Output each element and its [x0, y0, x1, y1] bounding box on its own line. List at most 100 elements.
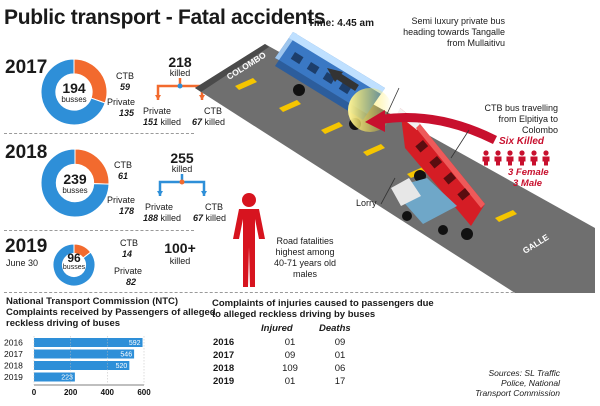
bar-value-label: 592 [129, 340, 141, 347]
lorry [391, 178, 457, 235]
killed-word: killed [171, 164, 193, 174]
injuries-table: 2016 01 09 2017 09 01 2018 109 06 2019 01 17 [213, 336, 365, 388]
human-figure-icon [233, 193, 265, 287]
table-row: 2017 09 01 [213, 349, 365, 362]
bar-value-label: 546 [120, 352, 132, 359]
collision-glow [348, 88, 392, 132]
injured-column-header: Injured [261, 323, 293, 334]
x-tick-label: 200 [64, 388, 78, 397]
killed-total-2018: 255 [170, 150, 194, 166]
killed-total-2017: 218 [168, 54, 192, 70]
ntc-bar-chart: 2016 592 2017 546 2018 520 2019 223 0 200 400 600 [4, 336, 151, 397]
ntc-bar-2016 [34, 338, 143, 347]
donut-center-2018: 239 busses [51, 172, 99, 195]
person-icon [507, 150, 513, 156]
killed-total-2019: 100+ [164, 240, 196, 256]
source-note: Sources: SL Traffic Police, National Tra… [475, 368, 560, 398]
year-label-2018: 2018 [5, 142, 48, 163]
donut-unit: busses [62, 186, 88, 195]
killed-ctb-2017: CTB [204, 106, 222, 116]
donut-total: 194 [62, 80, 86, 96]
killed-private-2017: Private [143, 106, 172, 116]
semi-luxury-label: Semi luxury private bus heading towards … [403, 16, 505, 48]
killed-word: killed [169, 68, 191, 78]
donut-unit: busses [62, 264, 86, 271]
table-cell: 09 [334, 337, 346, 348]
table-cell: 109 [282, 363, 298, 374]
donut-center-2019: 96 busses [54, 252, 94, 272]
x-tick-label: 400 [101, 388, 115, 397]
injuries-title: Complaints of injuries caused to passeng… [212, 298, 434, 320]
killed-private-value: 151 killed [143, 117, 182, 127]
table-cell: 06 [334, 363, 346, 374]
donut-chart-2019 [52, 243, 96, 287]
year-note-2019: June 30 [6, 258, 39, 268]
table-cell: 09 [284, 350, 296, 361]
victims-icon [482, 150, 550, 166]
fatalities-note: Road fatalities highest among 40-71 year… [273, 236, 337, 279]
bar-category-label: 2016 [4, 338, 23, 348]
table-cell: 2019 [213, 376, 235, 387]
table-cell: 2017 [213, 350, 235, 361]
time-label: Time: 4.45 am [308, 18, 374, 29]
deaths-column-header: Deaths [319, 323, 351, 334]
table-cell: 01 [284, 376, 296, 387]
killed-word: killed [169, 256, 191, 266]
direction-arrow [376, 113, 498, 145]
bar-value-label: 520 [116, 363, 128, 370]
accident-illustration: COLOMBO GALLE [195, 32, 595, 293]
ntc-bar-2018 [34, 361, 130, 370]
year-label-2019: 2019 [5, 236, 48, 257]
killed-private-value: 188 killed [143, 213, 182, 223]
table-cell: 2018 [213, 363, 235, 374]
table-row: 2018 109 06 [213, 362, 365, 375]
divider [4, 292, 594, 293]
bar-category-label: 2018 [4, 361, 23, 371]
female-count: 3 Female [508, 167, 549, 178]
killed-ctb-value: 67 killed [192, 117, 226, 127]
table-row: 2016 01 09 [213, 336, 365, 349]
person-icon [531, 150, 537, 156]
donut-total: 239 [63, 171, 87, 187]
six-killed-label: Six Killed [499, 136, 545, 147]
ntc-title: National Transport Commission (NTC) Comp… [6, 296, 216, 329]
table-cell: 17 [334, 376, 346, 387]
killed-ctb-value: 67 killed [193, 213, 227, 223]
page-title: Public transport - Fatal accidents [4, 6, 326, 29]
x-tick-label: 0 [32, 388, 37, 397]
person-icon [519, 150, 525, 156]
bar-category-label: 2019 [4, 372, 23, 382]
donut-chart-2017 [40, 58, 108, 126]
year-label-2017: 2017 [5, 57, 48, 78]
bar-category-label: 2017 [4, 349, 23, 359]
person-icon [495, 150, 501, 156]
divider [4, 133, 194, 134]
split-connector [157, 174, 207, 196]
x-tick-label: 600 [137, 388, 151, 397]
divider [4, 230, 194, 231]
ntc-bar-2019 [34, 372, 75, 382]
lorry-label: Lorry [356, 198, 377, 208]
donut-center-2017: 194 busses [50, 81, 98, 104]
donut-unit: busses [61, 95, 87, 104]
person-icon [483, 150, 489, 156]
person-icon [543, 150, 549, 156]
ctb-bus [397, 108, 485, 240]
killed-private-2018: Private [145, 202, 174, 212]
killed-ctb-2018: CTB [205, 202, 223, 212]
table-cell: 2016 [213, 337, 235, 348]
table-row: 2019 01 17 [213, 375, 365, 388]
ctb-bus-label: CTB bus travelling from Elpitiya to Colo… [484, 103, 558, 135]
bar-value-label: 223 [61, 375, 73, 382]
table-cell: 01 [334, 350, 346, 361]
table-cell: 01 [284, 337, 296, 348]
ntc-bar-2017 [34, 349, 135, 359]
male-count: 3 Male [513, 178, 543, 189]
donut-total: 96 [67, 251, 81, 265]
